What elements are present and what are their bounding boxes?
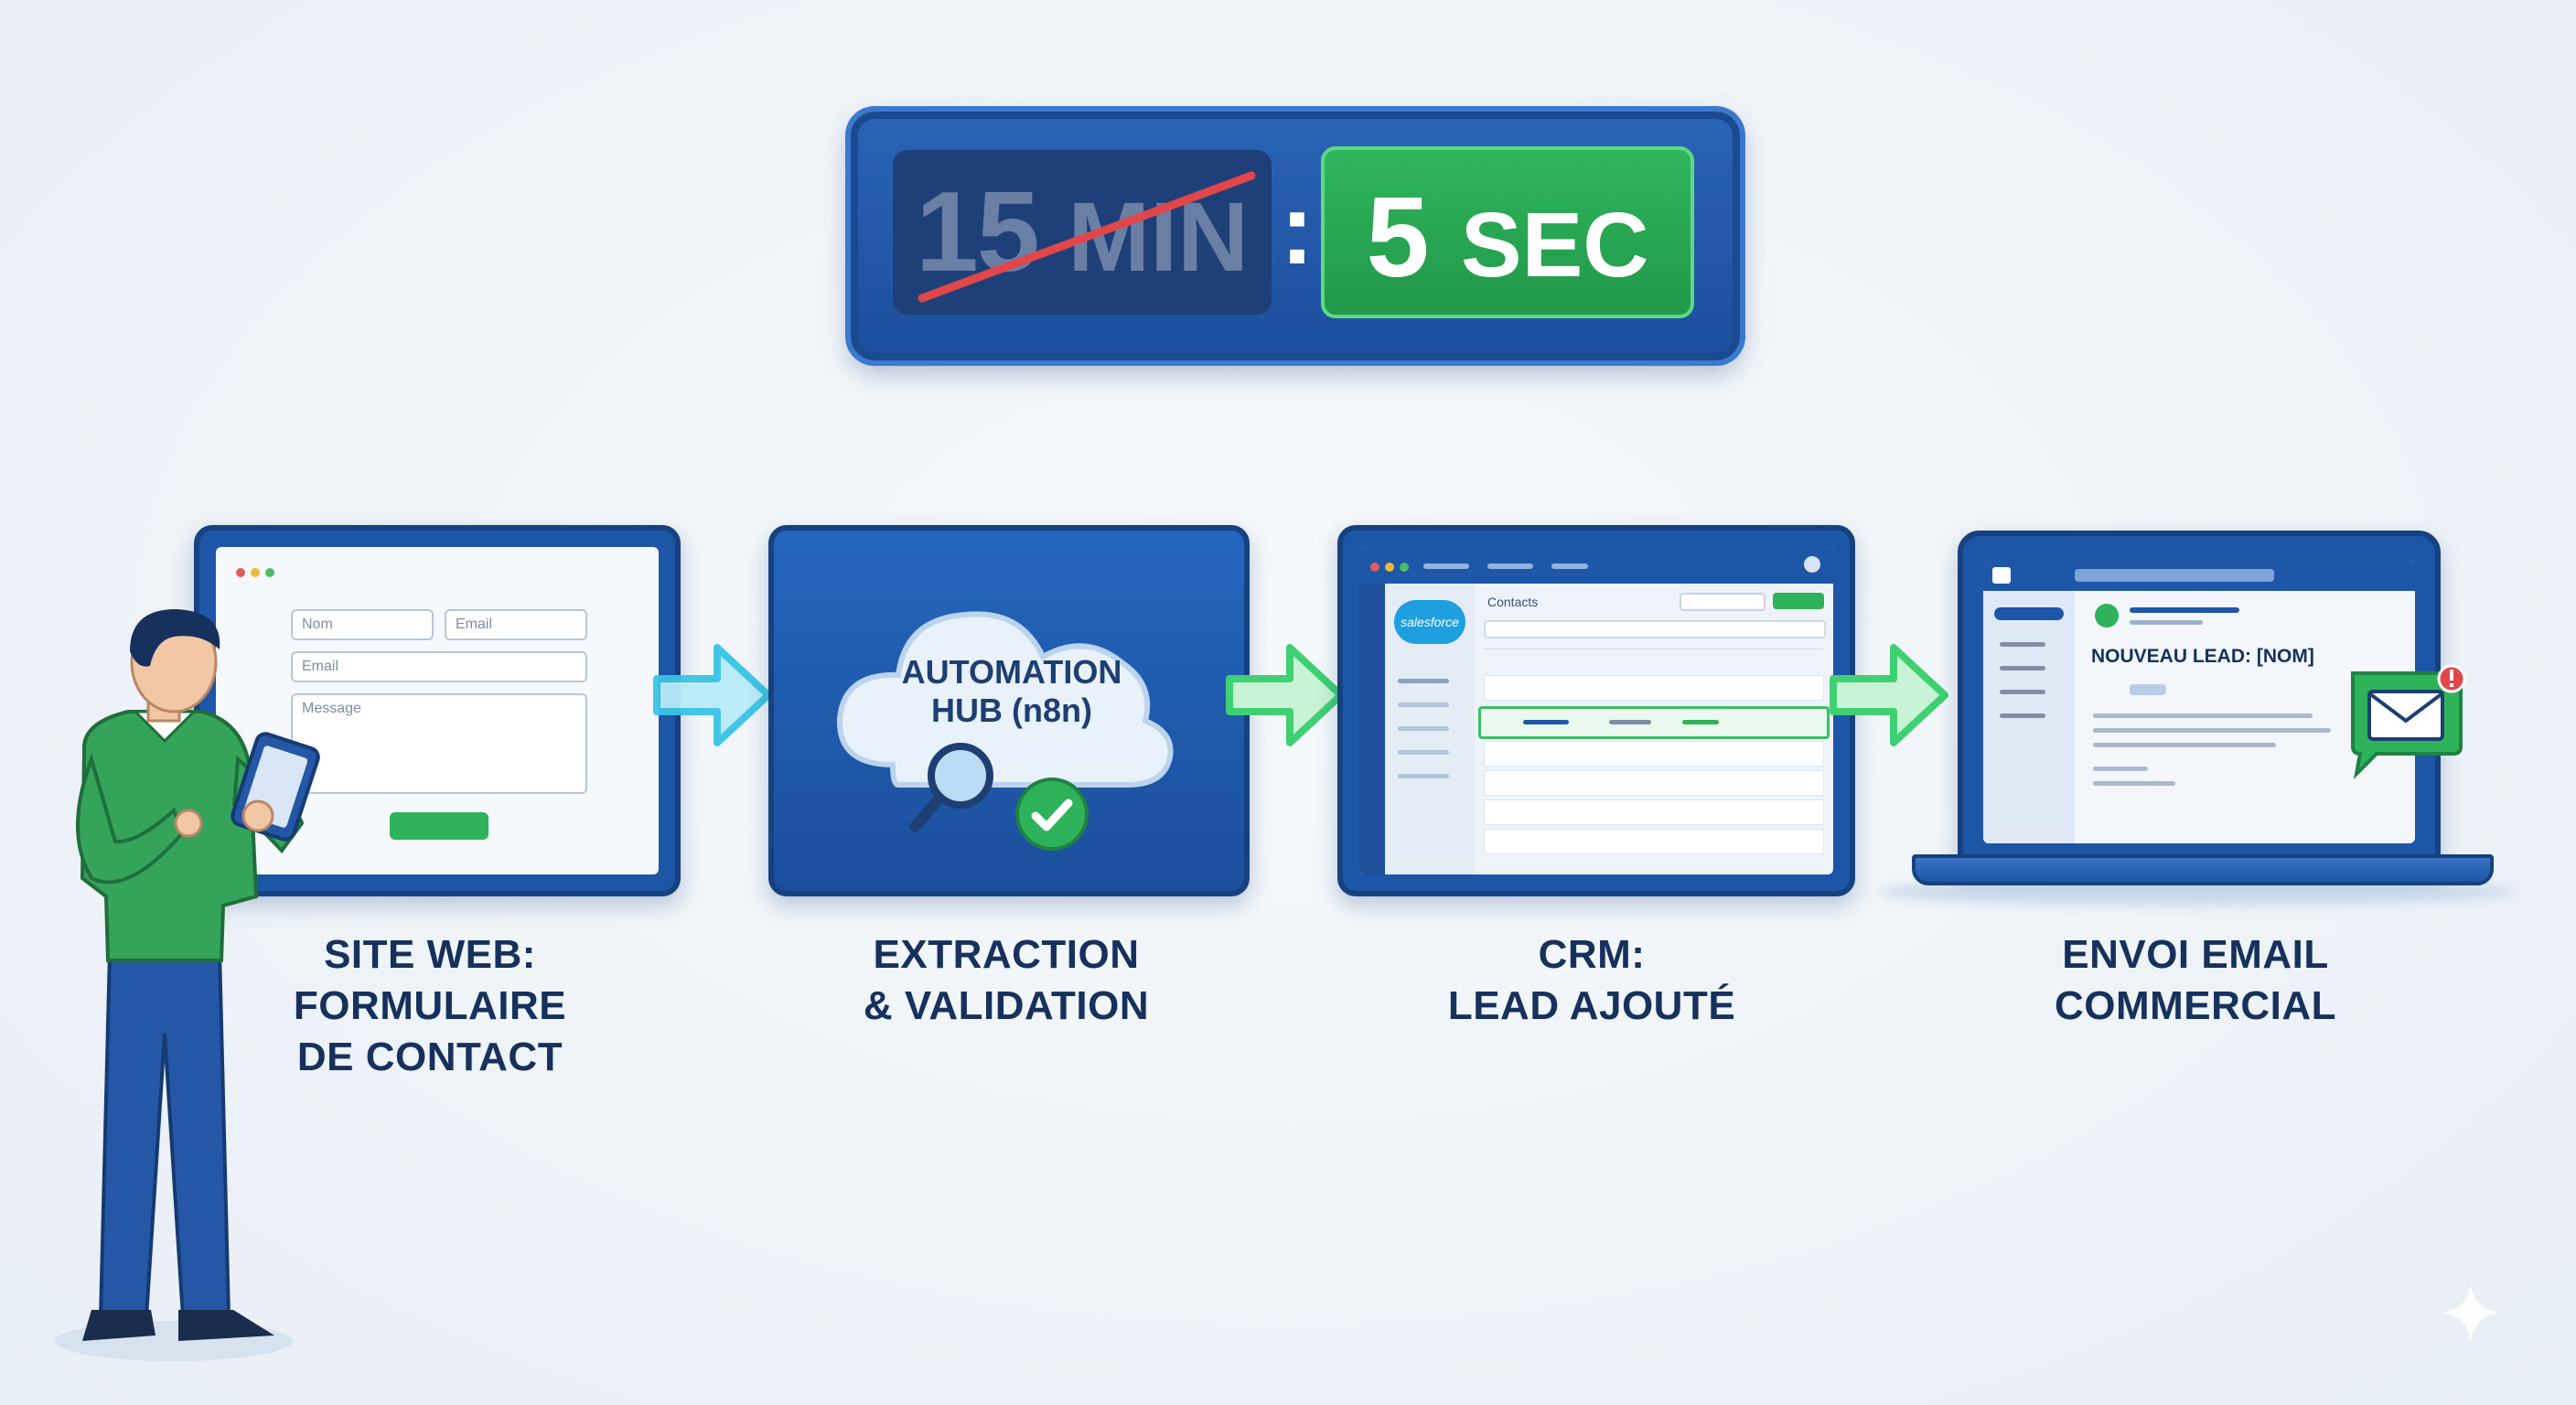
time-comparison-badge: 15 MIN : 5 SEC bbox=[851, 112, 1740, 360]
crm-screen: salesforce Contacts bbox=[1359, 547, 1833, 874]
new-duration-unit: SEC bbox=[1460, 194, 1649, 296]
salesforce-logo: salesforce bbox=[1394, 600, 1465, 644]
crm-new-button[interactable] bbox=[1773, 593, 1824, 609]
stage-label-extraction: EXTRACTION & VALIDATION bbox=[863, 932, 1150, 1028]
table-row[interactable] bbox=[1484, 675, 1824, 701]
table-row[interactable] bbox=[1484, 829, 1824, 854]
new-duration-panel: 5 SEC bbox=[1321, 146, 1694, 318]
profile-icon[interactable] bbox=[1804, 556, 1820, 573]
crm-topbar bbox=[1359, 547, 1833, 584]
automation-hub-frame: AUTOMATION HUB (n8n) bbox=[768, 525, 1250, 896]
window-dots bbox=[236, 565, 280, 582]
crm-iconbar bbox=[1359, 584, 1385, 874]
checkmark-icon bbox=[1015, 778, 1089, 851]
gmail-icon bbox=[1992, 567, 2011, 584]
stage-label-website: SITE WEB: FORMULAIRE DE CONTACT bbox=[293, 932, 567, 1079]
stage-label-crm: CRM: LEAD AJOUTÉ bbox=[1447, 932, 1736, 1028]
flow-arrow-icon bbox=[1830, 644, 1948, 746]
strikethrough-line bbox=[918, 171, 1256, 303]
sender-avatar bbox=[2095, 604, 2119, 627]
compose-button[interactable] bbox=[1994, 607, 2064, 620]
stage-label-email: ENVOI EMAIL COMMERCIAL bbox=[2054, 932, 2337, 1028]
email-field-top[interactable]: Email bbox=[445, 609, 587, 640]
new-duration-number: 5 bbox=[1366, 175, 1430, 301]
email-sidebar bbox=[1983, 591, 2075, 843]
email-subject: NOUVEAU LEAD: [NOM] bbox=[2091, 646, 2314, 667]
crm-sidebar: salesforce bbox=[1385, 584, 1475, 874]
person-illustration bbox=[55, 609, 320, 1361]
old-duration-number: 15 bbox=[915, 169, 1040, 295]
old-duration-panel: 15 MIN bbox=[893, 150, 1272, 315]
crm-search-input[interactable] bbox=[1680, 593, 1766, 611]
table-row-new-lead[interactable] bbox=[1478, 706, 1830, 739]
flow-arrow-icon bbox=[1226, 644, 1345, 746]
laptop-base bbox=[1912, 854, 2494, 885]
cloud-icon bbox=[836, 611, 1174, 788]
cloud-label: AUTOMATION HUB (n8n) bbox=[901, 653, 1122, 729]
email-field[interactable]: Email bbox=[291, 651, 587, 682]
submit-button[interactable] bbox=[390, 812, 488, 840]
email-search-bar[interactable] bbox=[2075, 569, 2274, 582]
crm-tab-contacts[interactable]: Contacts bbox=[1487, 595, 1539, 609]
new-mail-notification-icon bbox=[2351, 664, 2466, 779]
magnifier-icon bbox=[909, 743, 993, 832]
crm-frame: salesforce Contacts bbox=[1337, 525, 1855, 896]
table-row[interactable] bbox=[1484, 741, 1824, 767]
table-row[interactable] bbox=[1484, 770, 1824, 796]
email-screen: NOUVEAU LEAD: [NOM] bbox=[1983, 560, 2415, 843]
crm-table bbox=[1478, 642, 1830, 867]
crm-filter-input[interactable] bbox=[1484, 620, 1826, 638]
timer-separator: : bbox=[1280, 173, 1315, 285]
nom-field[interactable]: Nom bbox=[291, 609, 434, 640]
sparkle-icon bbox=[2442, 1284, 2499, 1341]
message-field[interactable]: Message bbox=[291, 693, 587, 794]
flow-arrow-icon bbox=[653, 644, 772, 746]
table-row[interactable] bbox=[1484, 799, 1824, 825]
email-topbar bbox=[1983, 560, 2415, 591]
